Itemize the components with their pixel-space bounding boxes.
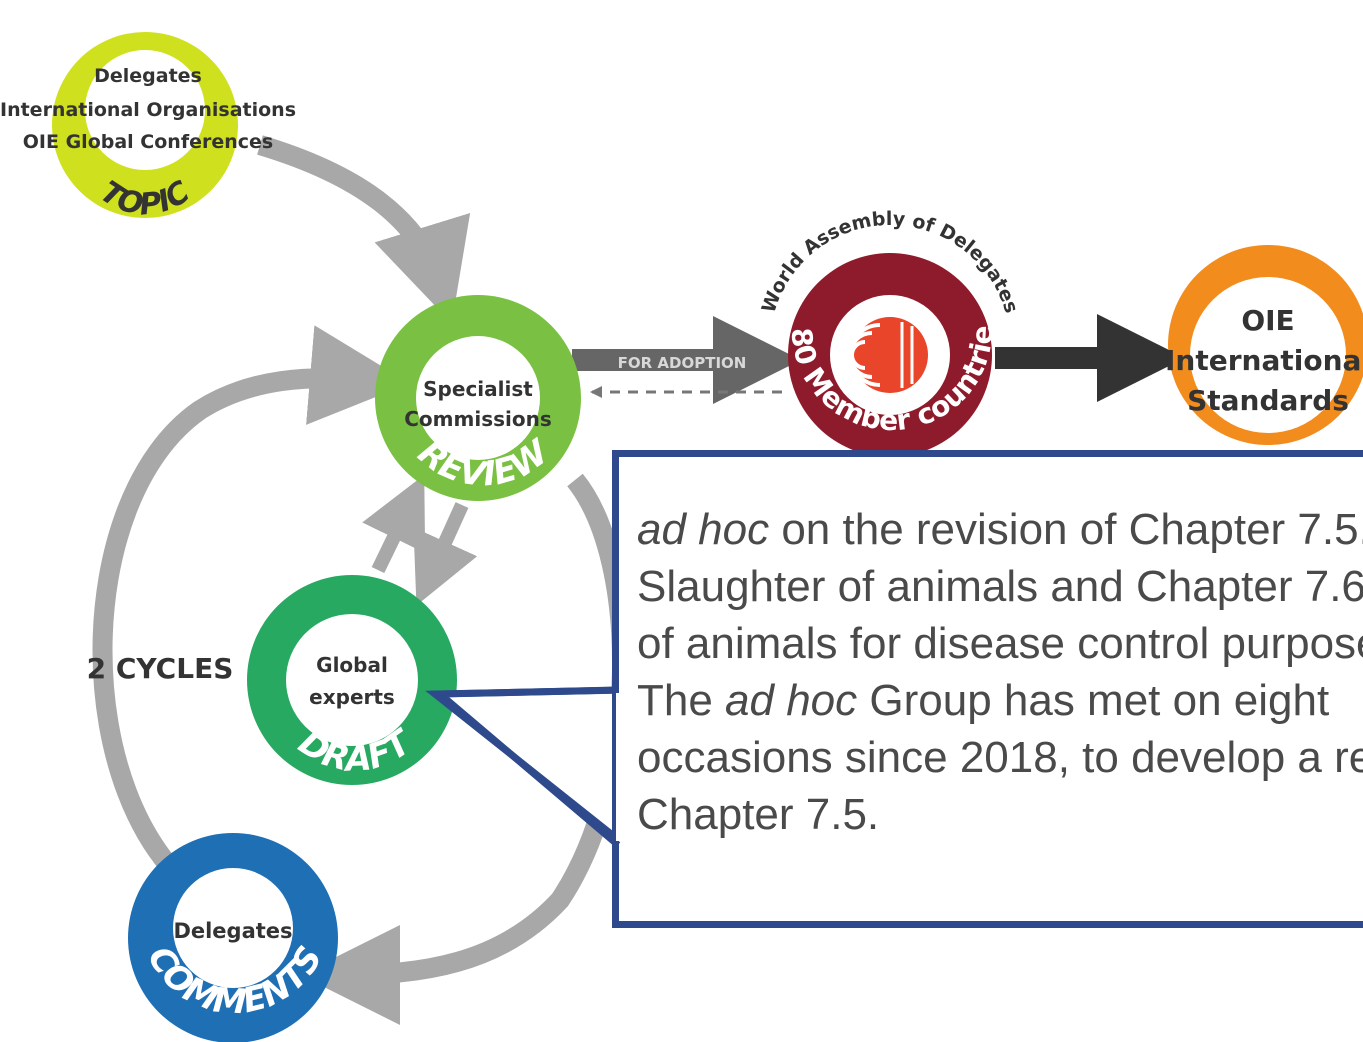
callout-pointer: [425, 686, 629, 853]
comments-line-1: Delegates: [173, 919, 292, 943]
review-to-draft-arrow: [413, 502, 478, 606]
review-line-2: Commissions: [404, 407, 552, 431]
standards-line-3: Standards: [1187, 384, 1349, 417]
draft-line-2: experts: [309, 685, 395, 709]
standards-line-2: International: [1165, 344, 1363, 377]
callout-p1-italic: ad hoc: [637, 505, 770, 554]
topic-node: Delegates International Organisations OI…: [0, 32, 296, 223]
return-arrowhead: [590, 386, 602, 398]
callout-p2-italic: ad hoc: [725, 676, 858, 725]
cycles-label: 2 CYCLES: [87, 652, 234, 685]
draft-line-1: Global: [316, 653, 388, 677]
standards-line-1: OIE: [1241, 304, 1294, 337]
callout-text: ad hoc on the revision of Chapter 7.5. S…: [637, 501, 1363, 843]
callout-p1-text: on the revision of Chapter 7.5. Slaughte…: [637, 505, 1363, 668]
topic-to-review-arrow: [257, 135, 471, 324]
for-adoption-label: FOR ADOPTION: [618, 354, 747, 372]
topic-line-1: Delegates: [94, 65, 202, 87]
callout-p2-pre: The: [637, 676, 726, 725]
topic-line-2: International Organisations: [0, 99, 296, 121]
review-node: Specialist Commissions REVIEW: [375, 295, 581, 501]
cycle-outer-arrow: [92, 325, 410, 904]
draft-to-review-arrow: [362, 474, 426, 574]
callout-p2-text: Group has met on eight occasions since 2…: [637, 676, 1363, 839]
oie-logo-icon: [848, 317, 928, 393]
review-line-1: Specialist: [423, 377, 533, 401]
callout-box: ad hoc on the revision of Chapter 7.5. S…: [612, 450, 1363, 928]
adoption-arrows: FOR ADOPTION: [572, 314, 1185, 404]
comments-node: Delegates COMMENTS: [128, 833, 338, 1042]
standards-node: OIE International Standards: [1165, 245, 1363, 445]
draft-node: Global experts DRAFT: [247, 575, 457, 785]
topic-line-3: OIE Global Conferences: [23, 131, 273, 153]
